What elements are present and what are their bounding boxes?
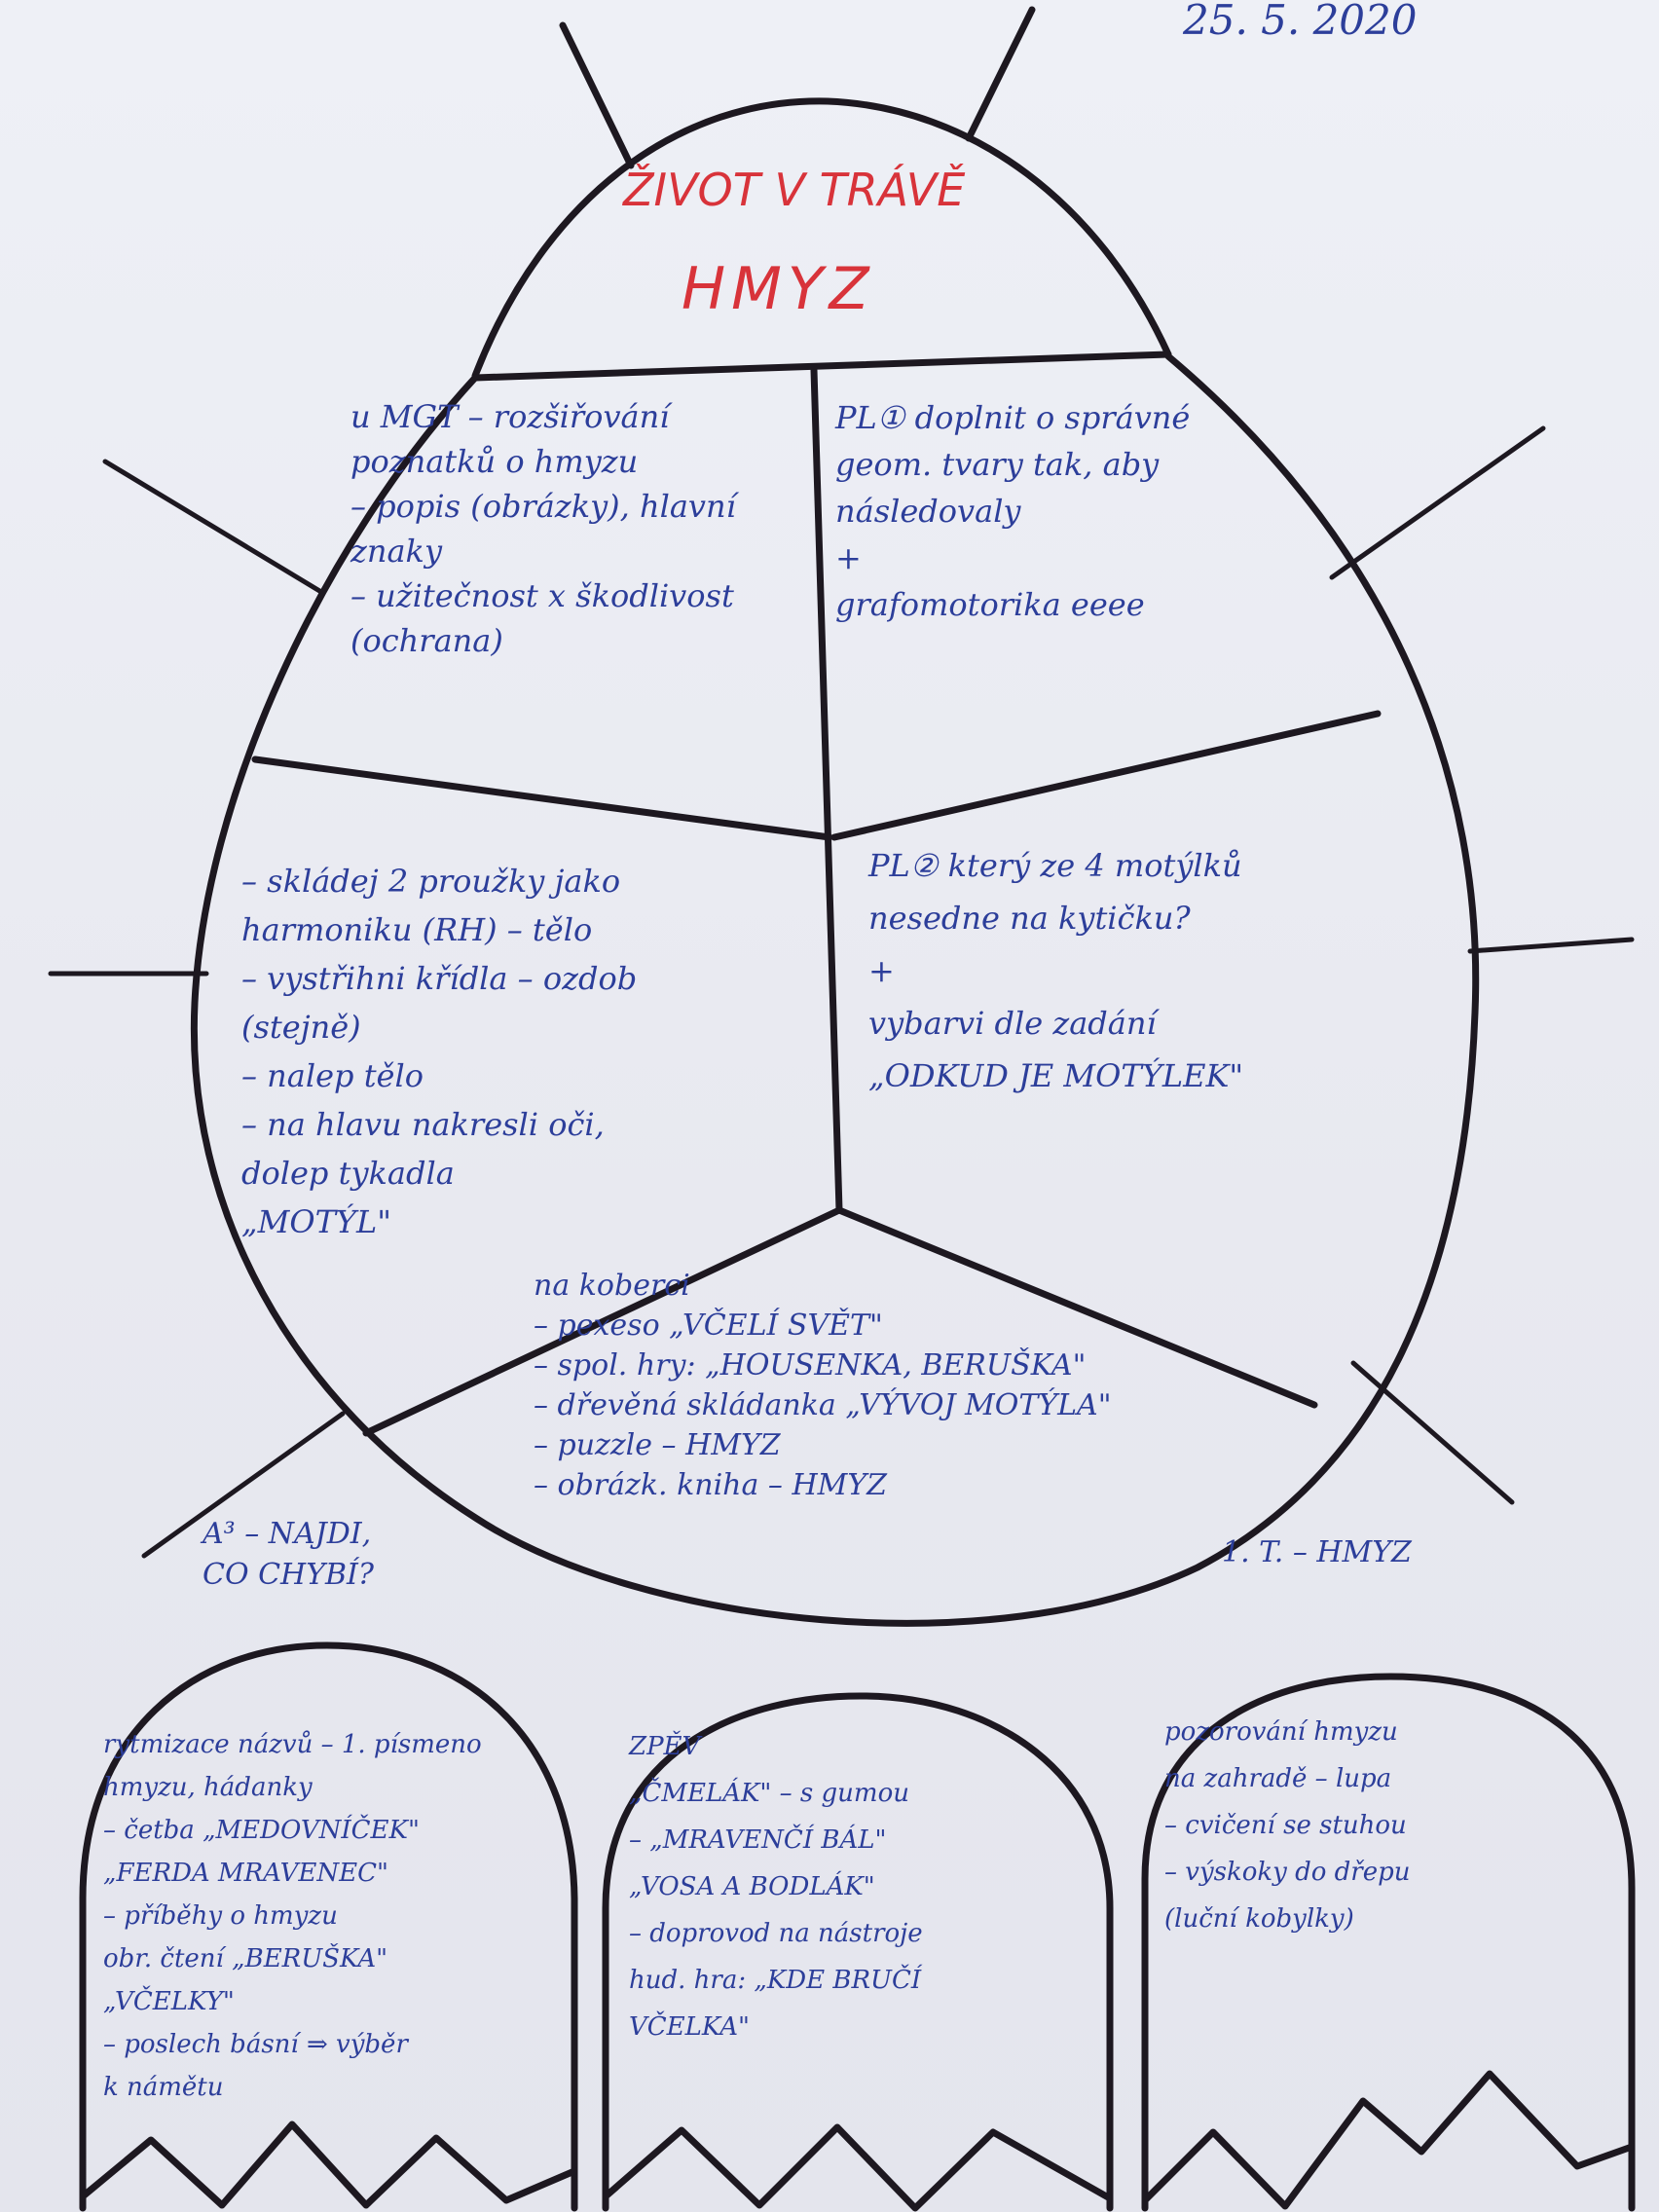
egg-right-text: pozorování hmyzu na zahradě – lupa – cvi…: [1164, 1717, 1411, 1934]
egg-right-outline: [1141, 1673, 1636, 2212]
egg-middle-text: ZPĚV „ČMELÁK" – s gumou – „MRAVENČÍ BÁL"…: [629, 1732, 923, 2042]
section-upper-left: u MGT – rozšiřování poznatků o hmyzu – p…: [350, 398, 736, 659]
date-label: 25. 5. 2020: [1183, 0, 1418, 44]
head-subtitle: HMYZ: [682, 255, 875, 323]
leg-lower-right: [1350, 1360, 1515, 1505]
egg-right-crack: [1141, 2070, 1636, 2210]
center-line: [810, 366, 843, 1214]
section-middle-right: PL② který ze 4 motýlků nesedne na kytičk…: [868, 847, 1244, 1094]
head-outline: [471, 97, 1172, 380]
antenna-right: [965, 6, 1036, 142]
head-title: ŽIVOT V TRÁVĚ: [623, 164, 966, 216]
head-divider: [471, 350, 1172, 382]
bottom-right-line: [835, 1206, 1318, 1409]
side-note-left: A³ – NAJDI, CO CHYBÍ?: [203, 1517, 374, 1592]
side-note-right: 1. T. – HMYZ: [1222, 1535, 1412, 1569]
section-upper-right: PL① doplnit o správné geom. tvary tak, a…: [835, 399, 1191, 623]
leg-middle-right: [1467, 937, 1635, 954]
leg-upper-right: [1329, 425, 1546, 580]
section-bottom: na koberci – pexeso „VČELÍ SVĚT" – spol.…: [534, 1269, 1112, 1502]
egg-left-text: rytmizace názvů – 1. písmeno hmyzu, háda…: [103, 1730, 482, 2102]
egg-middle-crack: [602, 2123, 1114, 2212]
egg-left-outline: [79, 1641, 578, 2212]
right-cross-line: [830, 710, 1382, 841]
left-cross-line: [251, 756, 833, 841]
egg-left-crack: [79, 2120, 578, 2209]
egg-middle-outline: [602, 1692, 1114, 2212]
bottom-left-line: [362, 1206, 843, 1437]
leg-upper-left: [102, 459, 324, 595]
section-middle-left: – skládej 2 proužky jako harmoniku (RH) …: [241, 863, 638, 1240]
body-outline: [190, 352, 1480, 1627]
antenna-left: [559, 21, 635, 169]
leg-lower-left: [141, 1411, 346, 1559]
